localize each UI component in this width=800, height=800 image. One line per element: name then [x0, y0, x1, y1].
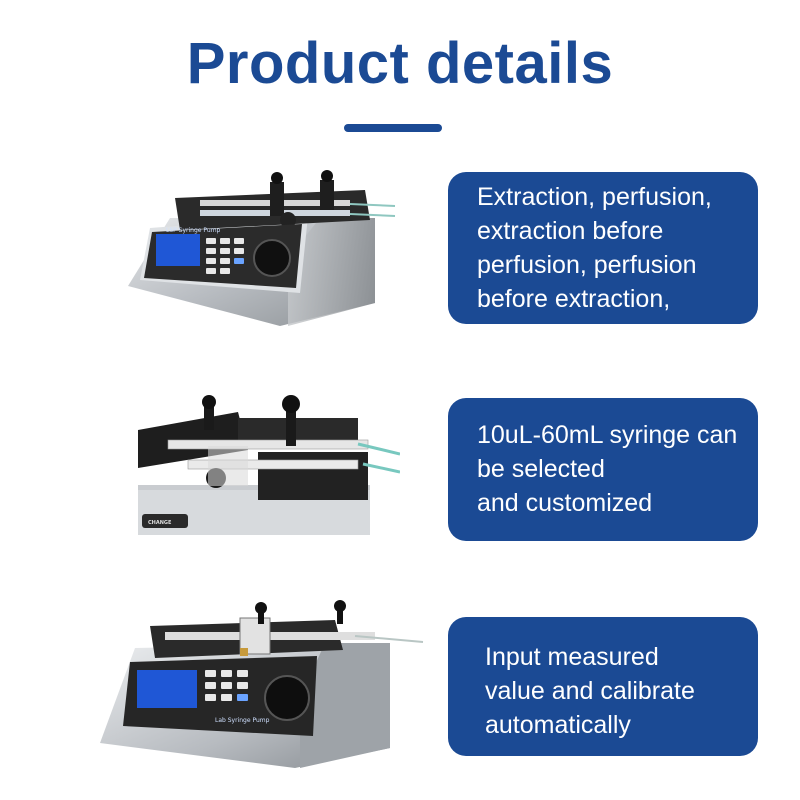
syringe-pump-photo-2: CHANGE — [138, 390, 400, 535]
feature-text-line: extraction before — [477, 217, 664, 245]
syringe-pump-photo-3: Lab Syringe Pump — [95, 598, 425, 770]
feature-text-line: automatically — [485, 711, 631, 739]
feature-card-extraction-modes: Extraction, perfusion, extraction before… — [448, 172, 758, 324]
feature-card-syringe-range: 10uL-60mL syringe can be selected and cu… — [448, 398, 758, 541]
feature-card-calibration: Input measured value and calibrate autom… — [448, 617, 758, 756]
feature-text-line: before extraction, — [477, 285, 671, 313]
feature-text-line: be selected — [477, 455, 605, 483]
feature-text-line: 10uL-60mL syringe can — [477, 421, 738, 449]
feature-text-line: and customized — [477, 489, 653, 517]
svg-text:LSP Syringe Pump: LSP Syringe Pump — [166, 227, 221, 234]
svg-text:CHANGE: CHANGE — [148, 520, 172, 526]
syringe-pump-photo-1: LSP Syringe Pump — [120, 168, 400, 328]
svg-text:Lab Syringe Pump: Lab Syringe Pump — [215, 717, 270, 724]
feature-text-line: Input measured — [485, 643, 659, 671]
title-underline — [344, 124, 442, 132]
feature-text-line: perfusion, perfusion — [477, 251, 697, 279]
page-title: Product details — [186, 31, 614, 96]
feature-text-line: value and calibrate — [485, 677, 695, 705]
feature-text-line: Extraction, perfusion, — [477, 183, 712, 211]
